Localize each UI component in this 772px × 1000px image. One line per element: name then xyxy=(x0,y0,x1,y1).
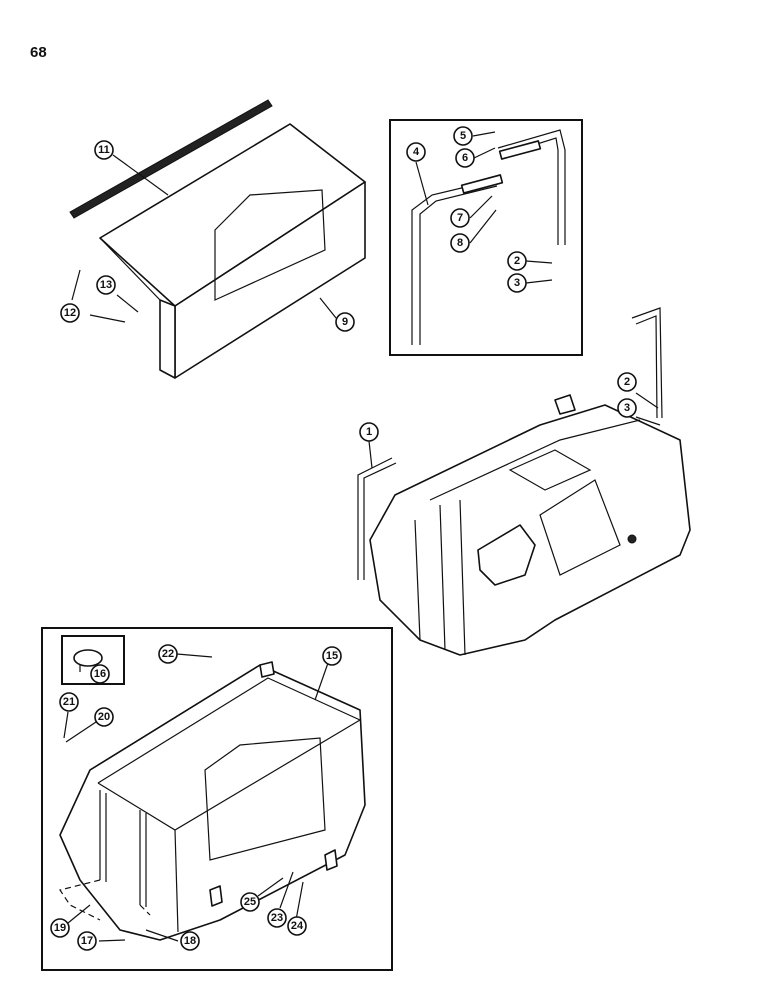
tank-strap-left xyxy=(357,457,393,580)
bottom-tank-assembly xyxy=(59,661,366,941)
svg-text:2: 2 xyxy=(514,255,520,267)
callout-2-tank: 2 xyxy=(617,372,637,392)
svg-text:24: 24 xyxy=(291,920,304,932)
callout-17: 17 xyxy=(77,931,97,951)
callout-3-tank: 3 xyxy=(617,398,637,418)
callout-6: 6 xyxy=(455,148,475,168)
svg-text:15: 15 xyxy=(326,650,338,662)
callout-3: 3 xyxy=(507,273,527,293)
svg-text:13: 13 xyxy=(100,279,112,291)
svg-text:6: 6 xyxy=(462,152,468,164)
page-number: 68 xyxy=(30,44,47,61)
svg-text:18: 18 xyxy=(184,935,196,947)
callout-1: 1 xyxy=(359,422,379,442)
callout-19: 19 xyxy=(50,918,70,938)
inset-box-straps xyxy=(389,119,583,356)
svg-text:22: 22 xyxy=(162,648,174,660)
svg-text:9: 9 xyxy=(342,316,348,328)
svg-text:2: 2 xyxy=(624,376,630,388)
callout-5: 5 xyxy=(453,126,473,146)
callout-23: 23 xyxy=(267,908,287,928)
bottom-cover-window xyxy=(204,737,326,861)
strap-assembly xyxy=(411,129,566,345)
svg-text:23: 23 xyxy=(271,912,283,924)
callout-11: 11 xyxy=(94,140,114,160)
callout-25: 25 xyxy=(240,892,260,912)
svg-text:3: 3 xyxy=(624,402,630,414)
callout-18: 18 xyxy=(180,931,200,951)
leader-lines xyxy=(63,131,661,942)
tank-body xyxy=(369,404,691,656)
callout-22: 22 xyxy=(158,644,178,664)
callout-13: 13 xyxy=(96,275,116,295)
svg-text:1: 1 xyxy=(366,426,372,438)
svg-text:5: 5 xyxy=(460,130,466,142)
svg-text:3: 3 xyxy=(514,277,520,289)
inset-box-bottom xyxy=(41,627,393,971)
callout-2: 2 xyxy=(507,251,527,271)
tank-cover-assembly xyxy=(69,99,366,379)
cap-detail xyxy=(73,649,103,672)
svg-text:16: 16 xyxy=(94,668,106,680)
seal-strip xyxy=(69,99,273,219)
svg-text:12: 12 xyxy=(64,307,76,319)
callout-4: 4 xyxy=(406,142,426,162)
callout-9: 9 xyxy=(335,312,355,332)
callout-7: 7 xyxy=(450,208,470,228)
callout-8: 8 xyxy=(450,233,470,253)
svg-text:21: 21 xyxy=(63,696,75,708)
callout-20: 20 xyxy=(94,707,114,727)
tank-plug xyxy=(627,534,637,544)
callout-12: 12 xyxy=(60,303,80,323)
svg-text:19: 19 xyxy=(54,922,66,934)
svg-text:4: 4 xyxy=(413,146,420,158)
svg-text:17: 17 xyxy=(81,935,93,947)
svg-text:20: 20 xyxy=(98,711,110,723)
cover-side-flange xyxy=(159,299,176,379)
cap-detail-box xyxy=(61,635,125,685)
svg-text:25: 25 xyxy=(244,896,256,908)
callout-24: 24 xyxy=(287,916,307,936)
svg-text:11: 11 xyxy=(98,144,110,156)
callout-21: 21 xyxy=(59,692,79,712)
fuel-tank xyxy=(369,394,691,656)
callout-15: 15 xyxy=(322,646,342,666)
svg-text:8: 8 xyxy=(457,237,463,249)
tank-filler-plate xyxy=(477,524,536,586)
cover-window xyxy=(214,189,326,301)
callout-16: 16 xyxy=(90,664,110,684)
svg-text:7: 7 xyxy=(457,212,463,224)
tank-strap-right xyxy=(631,307,663,419)
